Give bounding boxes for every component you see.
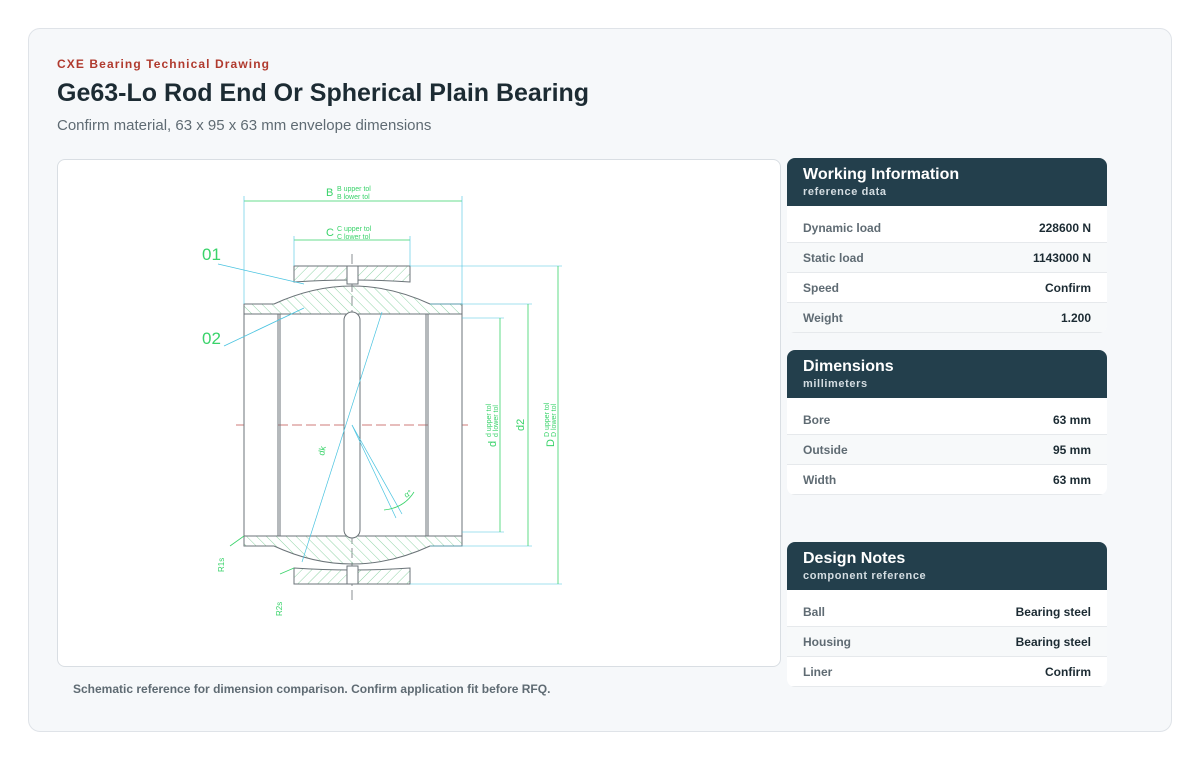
- spec-row-weight: Weight 1.200: [787, 303, 1107, 333]
- page-title: Ge63-Lo Rod End Or Spherical Plain Beari…: [57, 79, 590, 107]
- spec-value: 1143000 N: [1032, 250, 1091, 265]
- spec-value: 1.200: [1060, 310, 1091, 325]
- design-notes-header: Design Notes component reference: [787, 542, 1107, 590]
- dimensions-rows: Bore 63 mm Outside 95 mm Width 63 mm: [787, 398, 1107, 495]
- alpha-arc: [383, 491, 415, 511]
- r1-leader: [229, 535, 245, 547]
- spec-row-outside: Outside 95 mm: [787, 435, 1107, 465]
- spec-label: Ball: [803, 604, 826, 619]
- spec-label: Bore: [803, 412, 831, 427]
- spec-value: 228600 N: [1038, 220, 1091, 235]
- spec-value: 63 mm: [1052, 472, 1091, 487]
- alpha-leader-1: [351, 424, 403, 515]
- dim-c-upper: C upper tol: [337, 226, 372, 233]
- part-02-leader: [223, 307, 305, 347]
- working-info-header: Working Information reference data: [787, 158, 1107, 206]
- spec-row-dynamic-load: Dynamic load 228600 N: [787, 213, 1107, 243]
- dim-d-upper: d upper tol: [486, 403, 493, 437]
- dim-d-label: d: [487, 441, 499, 447]
- dim-dk-label: dk: [316, 445, 328, 457]
- spec-value: 95 mm: [1052, 442, 1091, 457]
- working-info-panel: Working Information reference data Dynam…: [787, 158, 1107, 333]
- spec-value: 63 mm: [1052, 412, 1091, 427]
- design-notes-title: Design Notes: [803, 550, 906, 567]
- spec-label: Width: [803, 472, 837, 487]
- dim-c-label: C: [326, 227, 334, 239]
- dim-d-lower: d lower tol: [493, 405, 500, 437]
- dim-D-label: D: [545, 439, 557, 447]
- dimensions-title: Dimensions: [803, 358, 894, 375]
- dimensions-header: Dimensions millimeters: [787, 350, 1107, 398]
- r2-leader: [279, 567, 295, 575]
- dim-b-label: B: [326, 187, 333, 199]
- spec-label: Static load: [803, 250, 864, 265]
- spec-label: Dynamic load: [803, 220, 882, 235]
- design-notes-subtitle: component reference: [803, 570, 927, 582]
- spec-row-static-load: Static load 1143000 N: [787, 243, 1107, 273]
- dimensions-panel: Dimensions millimeters Bore 63 mm Outside…: [787, 350, 1107, 495]
- dk-leader: [301, 311, 383, 563]
- dim-D-upper: D upper tol: [544, 402, 551, 437]
- r2-label: R2s: [275, 602, 284, 616]
- dim-b-lower: B lower tol: [337, 194, 370, 201]
- working-info-subtitle: reference data: [803, 186, 887, 198]
- eyebrow: CXE Bearing Technical Drawing: [57, 57, 271, 71]
- spec-row-ball: Ball Bearing steel: [787, 597, 1107, 627]
- spec-value: Bearing steel: [1015, 634, 1091, 649]
- working-info-rows: Dynamic load 228600 N Static load 1143000 …: [787, 206, 1107, 333]
- spec-label: Housing: [803, 634, 851, 649]
- dim-c-lower: C lower tol: [337, 234, 371, 241]
- bore-left-wall: [243, 313, 279, 537]
- spec-label: Outside: [803, 442, 848, 457]
- outer-ring-split-bottom: [346, 565, 359, 585]
- spec-row-speed: Speed Confirm: [787, 273, 1107, 303]
- spec-row-liner: Liner Confirm: [787, 657, 1107, 687]
- alpha-leader-2: [351, 424, 397, 519]
- spec-label: Speed: [803, 280, 840, 295]
- outer-ring-split-top: [346, 265, 359, 285]
- spec-value: Confirm: [1045, 664, 1091, 679]
- dimensions-subtitle: millimeters: [803, 378, 868, 390]
- part-02-label: 02: [202, 329, 221, 348]
- r1-label: R1s: [217, 558, 226, 572]
- part-01-label: 01: [202, 245, 221, 264]
- spec-value: Confirm: [1045, 280, 1091, 295]
- inner-ring-lower: [243, 535, 463, 565]
- spec-row-width: Width 63 mm: [787, 465, 1107, 495]
- spec-label: Weight: [803, 310, 843, 325]
- dim-b-upper: B upper tol: [337, 186, 371, 193]
- page-subtitle: Confirm material, 63 x 95 x 63 mm envelo…: [57, 117, 432, 134]
- drawing-caption: Schematic reference for dimension compar…: [73, 682, 551, 696]
- bore-right-wall: [427, 313, 463, 537]
- spec-row-housing: Housing Bearing steel: [787, 627, 1107, 657]
- spec-label: Liner: [803, 664, 833, 679]
- inner-ring-upper: [243, 285, 463, 315]
- technical-drawing: B B upper tol B lower tol C C upper tol …: [57, 159, 781, 667]
- spec-value: Bearing steel: [1015, 604, 1091, 619]
- spec-row-bore: Bore 63 mm: [787, 405, 1107, 435]
- working-info-title: Working Information: [803, 166, 960, 183]
- bearing-drawing-svg: B B upper tol B lower tol C C upper tol …: [202, 186, 562, 616]
- dim-D-lower: D lower tol: [551, 403, 558, 437]
- part-01-leader: [217, 263, 305, 285]
- dim-d2-label: d2: [515, 419, 527, 431]
- angle-label: α°: [403, 488, 414, 500]
